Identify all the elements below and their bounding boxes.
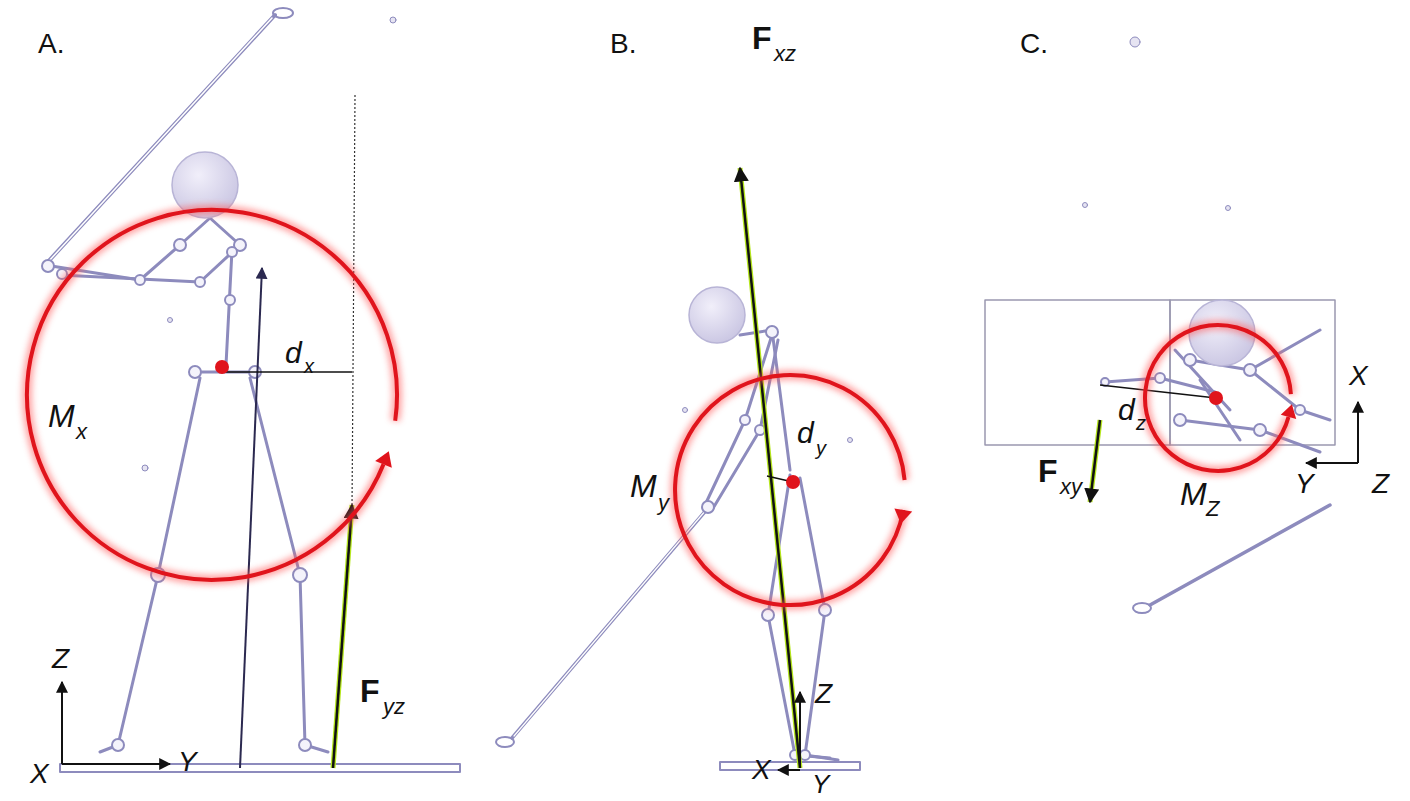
subscript: x [304, 356, 314, 376]
axes [1306, 402, 1358, 463]
moment-circle [27, 210, 397, 580]
axis-label: Z [52, 645, 69, 673]
moment-arm [222, 371, 352, 373]
moment-circle [675, 375, 912, 605]
center-of-mass [786, 475, 800, 489]
force-symbol: F [1038, 455, 1058, 487]
axis-label: X [30, 760, 49, 788]
subscript: yz [383, 696, 405, 718]
guide-line [352, 95, 355, 508]
panel-letter: A. [38, 30, 64, 58]
force-arrow [333, 505, 352, 768]
subscript: xy [1060, 476, 1082, 498]
distance-symbol: d [797, 418, 814, 448]
moment-symbol: M [630, 470, 657, 502]
axis-label: Z [1372, 470, 1389, 498]
moment-circle [1145, 325, 1296, 471]
subscript: xz [774, 43, 796, 65]
subscript: y [816, 438, 826, 458]
axis-label: Y [812, 771, 829, 797]
force-glow [333, 505, 352, 768]
axes [778, 692, 800, 770]
force-symbol: F [752, 22, 772, 54]
subscript: x [76, 421, 87, 443]
center-of-mass [1209, 391, 1223, 405]
force-arrow [740, 168, 800, 768]
panel-letter: B. [610, 30, 636, 58]
panel-c-figure [985, 37, 1335, 613]
subscript: Z [1206, 498, 1219, 520]
subscript: y [658, 492, 669, 514]
axis-label: Z [815, 680, 832, 708]
force-arrow [1090, 420, 1100, 502]
panel-letter: C. [1020, 30, 1048, 58]
axis-label: Y [178, 748, 197, 776]
moment-symbol: M [1180, 478, 1207, 510]
distance-symbol: d [1118, 395, 1135, 425]
center-of-mass [215, 360, 229, 374]
force-line [240, 268, 262, 768]
force-glow [1090, 420, 1100, 502]
subscript: z [1136, 413, 1146, 433]
moment-arm [1100, 385, 1216, 398]
force-symbol: F [360, 675, 380, 707]
distance-symbol: d [285, 338, 302, 368]
axis-label: Y [1295, 470, 1314, 498]
axis-label: X [1349, 362, 1368, 390]
axis-label: X [752, 756, 771, 784]
force-glow [740, 168, 800, 768]
axes [62, 682, 170, 764]
moment-symbol: M [48, 400, 75, 432]
